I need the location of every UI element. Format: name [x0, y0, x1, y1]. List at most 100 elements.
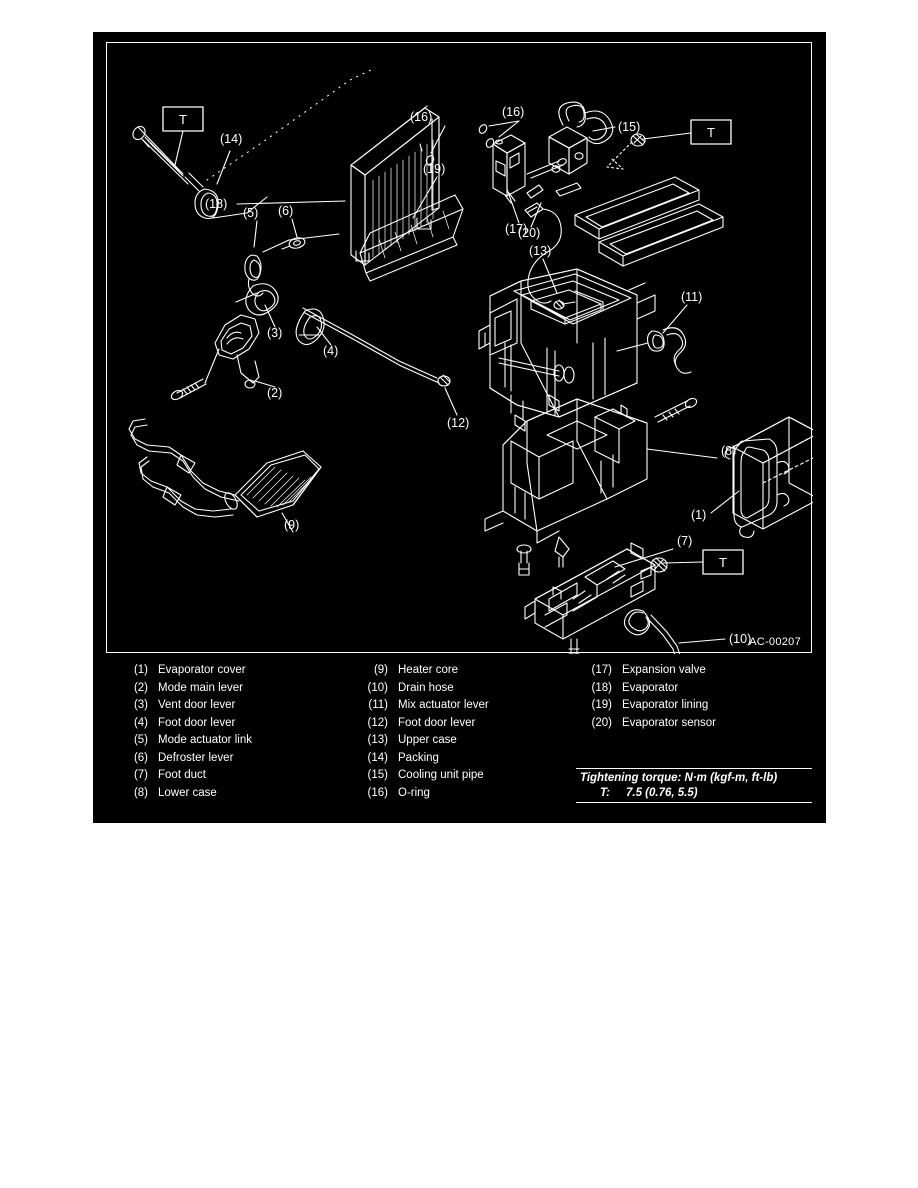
legend-item-16: (16) O-ring [352, 785, 582, 803]
callout-14: (14) [220, 132, 242, 146]
torque-heading: Tightening torque: N·m (kgf-m, ft-lb) [580, 772, 778, 784]
callout-15: (15) [618, 120, 640, 134]
callout-18: (18) [205, 197, 227, 211]
legend-item-11: (11) Mix actuator lever [352, 697, 582, 715]
evaporator-lining-part [359, 194, 464, 282]
legend-item-7: (7) Foot duct [112, 767, 352, 785]
legend-item-8: (8) Lower case [112, 785, 352, 803]
callout-3: (3) [267, 326, 282, 340]
torque-symbol: T: [600, 787, 611, 799]
legend-number: (1) [133, 664, 148, 676]
callout-19: (19) [423, 162, 445, 176]
legend-number: (9) [373, 664, 388, 676]
torque-letter-upper-left: T [179, 112, 187, 127]
leader-5 [253, 220, 258, 248]
legend-label: Expansion valve [622, 664, 706, 676]
callout-12: (12) [447, 416, 469, 430]
callout-1: (1) [691, 508, 706, 522]
callout-4: (4) [323, 344, 338, 358]
legend-column-2: (9) Heater core (10) Drain hose (11) Mix… [352, 662, 582, 802]
callout-2: (2) [267, 386, 282, 400]
foot-door-lever-part [295, 308, 325, 346]
legend-number: (12) [367, 716, 388, 729]
leader-13 [542, 258, 558, 294]
torque-value-row: T: 7.5 (0.76, 5.5) [576, 784, 812, 799]
leader-17 [506, 188, 520, 224]
foot-duct-bolt [640, 557, 668, 580]
legend-item-1: (1) Evaporator cover [112, 662, 352, 680]
legend-label: Defroster lever [158, 751, 234, 764]
legend-label: Upper case [398, 734, 457, 746]
leader-9 [281, 512, 294, 533]
legend-label: Evaporator lining [622, 699, 709, 711]
legend-number: (8) [133, 786, 148, 799]
evaporator-cover-part [724, 416, 813, 538]
tightening-torque-note: Tightening torque: N·m (kgf-m, ft-lb) T:… [576, 768, 812, 803]
leader-12 [444, 387, 458, 416]
legend-label: Mode actuator link [158, 734, 252, 746]
torque-value: 7.5 (0.76, 5.5) [626, 787, 698, 799]
legend-label: Foot duct [158, 769, 206, 781]
callout-11: (11) [681, 290, 702, 304]
legend-number: (6) [133, 751, 148, 764]
leader-11 [662, 304, 688, 334]
legend-number: (11) [368, 699, 388, 711]
legend-item-2: (2) Mode main lever [112, 680, 352, 698]
legend-label: Evaporator sensor [622, 716, 716, 729]
legend-item-12: (12) Foot door lever [352, 715, 582, 733]
legend-number: (5) [133, 734, 148, 746]
leader-1 [710, 490, 740, 514]
legend-label: Packing [398, 751, 439, 764]
leader-7 [614, 548, 674, 568]
callout-9: (9) [284, 518, 299, 532]
evaporator-sensor-part [524, 184, 576, 310]
legend-label: Foot door lever [158, 716, 236, 729]
legend-item-6: (6) Defroster lever [112, 750, 352, 768]
leader-14 [216, 150, 231, 185]
callout-10: (10) [729, 632, 751, 646]
callout-13: (13) [529, 244, 551, 258]
legend-number: (19) [591, 699, 612, 711]
legend-number: (10) [367, 681, 388, 694]
torque-letter-right: T [707, 125, 715, 140]
legend-number: (20) [591, 716, 612, 729]
legend-number: (18) [591, 681, 612, 694]
upper-case-part [478, 268, 656, 420]
mode-main-lever-part [170, 314, 260, 401]
legend-label: Foot door lever [398, 716, 476, 729]
legend-label: Mix actuator lever [398, 699, 489, 711]
callout-17: (17) [505, 222, 527, 236]
torque-marker-box-right [642, 119, 732, 145]
callout-16-right: (16) [502, 105, 524, 119]
legend-item-14: (14) Packing [352, 750, 582, 768]
torque-marker-box-upper-left [162, 106, 204, 166]
leader-2 [254, 380, 276, 388]
leader-19 [412, 176, 438, 219]
callout-5: (5) [243, 206, 258, 220]
vent-door-lever-part [235, 283, 279, 316]
legend-label: Drain hose [398, 681, 454, 694]
leader-18 [236, 200, 346, 205]
callout-16-left: (16) [410, 110, 432, 124]
legend-number: (2) [133, 681, 148, 694]
exploded-view-drawing: (14) (18) (16) (16) (17) (15) (19) (20) … [128, 67, 813, 654]
legend-label: Heater core [398, 664, 459, 676]
legend-number: (16) [367, 786, 388, 799]
legend-item-18: (18) Evaporator [576, 680, 812, 698]
o-ring-left [419, 143, 435, 165]
cooling-unit-pipe-part [526, 101, 614, 179]
legend-column-3: (17) Expansion valve (18) Evaporator (19… [576, 662, 812, 732]
heater-core-part [128, 418, 322, 518]
packing-bolt-assembly [132, 125, 268, 220]
legend-item-4: (4) Foot door lever [112, 715, 352, 733]
leader-16-left [430, 125, 446, 154]
callout-7: (7) [677, 534, 692, 548]
torque-marker-box-lower-right [662, 549, 744, 575]
legend-label: Cooling unit pipe [398, 769, 484, 781]
legend-number: (14) [367, 751, 388, 764]
legend: (1) Evaporator cover (2) Mode main lever… [106, 662, 812, 812]
figure-panel: (14) (18) (16) (16) (17) (15) (19) (20) … [93, 32, 826, 823]
legend-item-15: (15) Cooling unit pipe [352, 767, 582, 785]
leader-10 [678, 638, 726, 644]
